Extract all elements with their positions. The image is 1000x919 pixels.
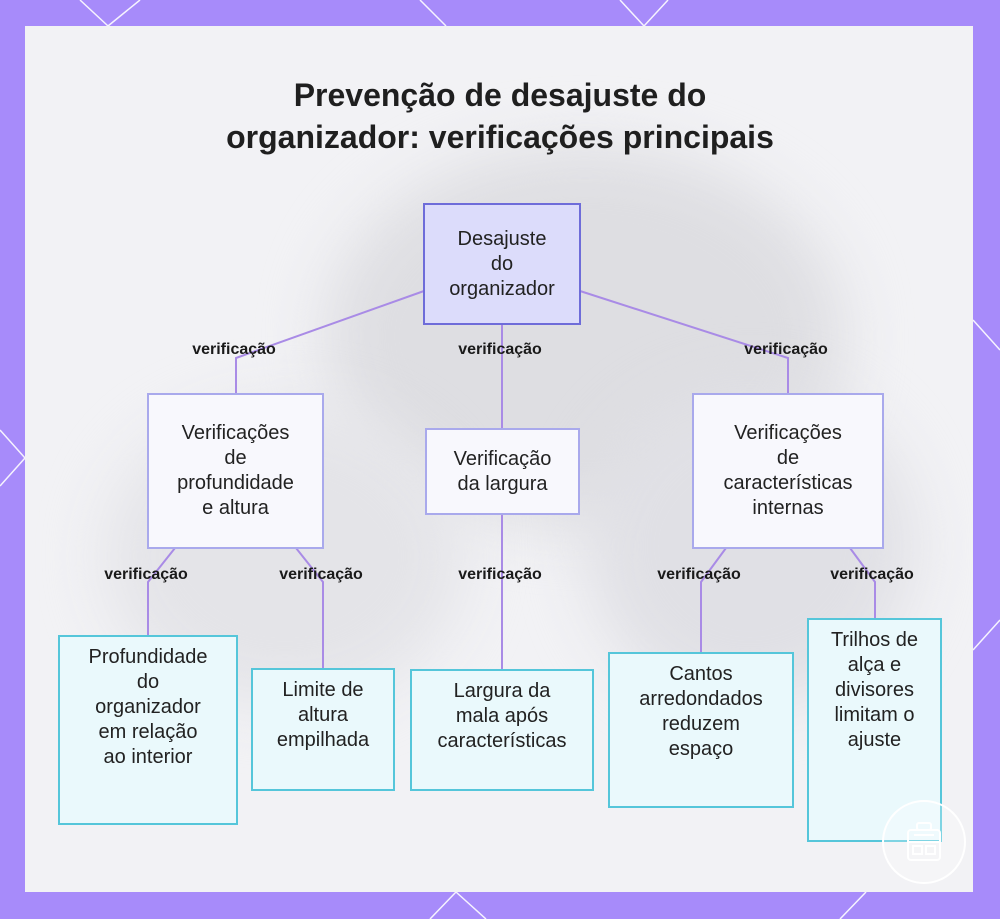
node-text: ao interior [89,745,208,770]
node-text: altura [277,703,369,728]
node-text: alça e [831,653,918,678]
node-root-organizer-misfit[interactable]: Desajuste do organizador [423,203,581,325]
edge-label: verificação [458,566,542,584]
node-text: de [177,446,294,471]
node-text: empilhada [277,728,369,753]
edge-label: verificação [830,566,914,584]
node-text: espaço [639,737,762,762]
node-text: características [724,471,853,496]
node-text: Profundidade [89,645,208,670]
node-text: Desajuste [449,227,555,252]
node-text: internas [724,496,853,521]
node-width-check[interactable]: Verificação da largura [425,428,580,515]
edge-depth-organizer [148,548,175,636]
node-text: do [89,670,208,695]
node-text: Verificações [724,421,853,446]
edge-label: verificação [279,566,363,584]
node-stack-height-limit[interactable]: Limite de altura empilhada [251,668,395,791]
node-text: profundidade [177,471,294,496]
node-text: Verificação [454,447,552,472]
edge-label: verificação [657,566,741,584]
node-text: de [724,446,853,471]
edge-label: verificação [458,341,542,359]
edge-label: verificação [744,341,828,359]
node-text: arredondados [639,687,762,712]
edge-label: verificação [192,341,276,359]
node-case-width[interactable]: Largura da mala após características [410,669,594,791]
luggage-organizer-icon [882,800,966,884]
node-text: mala após [438,704,567,729]
node-text: ajuste [831,728,918,753]
node-text: Cantos [639,662,762,687]
edge-label: verificação [104,566,188,584]
node-internal-features-checks[interactable]: Verificações de características internas [692,393,884,549]
node-text: características [438,729,567,754]
edge-internal-corners [701,548,726,653]
node-text: Limite de [277,678,369,703]
node-text: divisores [831,678,918,703]
node-text: limitam o [831,703,918,728]
node-text: e altura [177,496,294,521]
node-rounded-corners[interactable]: Cantos arredondados reduzem espaço [608,652,794,808]
node-text: organizador [449,277,555,302]
node-text: organizador [89,695,208,720]
node-text: em relação [89,720,208,745]
node-text: do [449,252,555,277]
node-text: Verificações [177,421,294,446]
node-text: Trilhos de [831,628,918,653]
node-text: da largura [454,472,552,497]
node-text: reduzem [639,712,762,737]
node-depth-height-checks[interactable]: Verificações de profundidade e altura [147,393,324,549]
node-organizer-depth[interactable]: Profundidade do organizador em relação a… [58,635,238,825]
node-text: Largura da [438,679,567,704]
